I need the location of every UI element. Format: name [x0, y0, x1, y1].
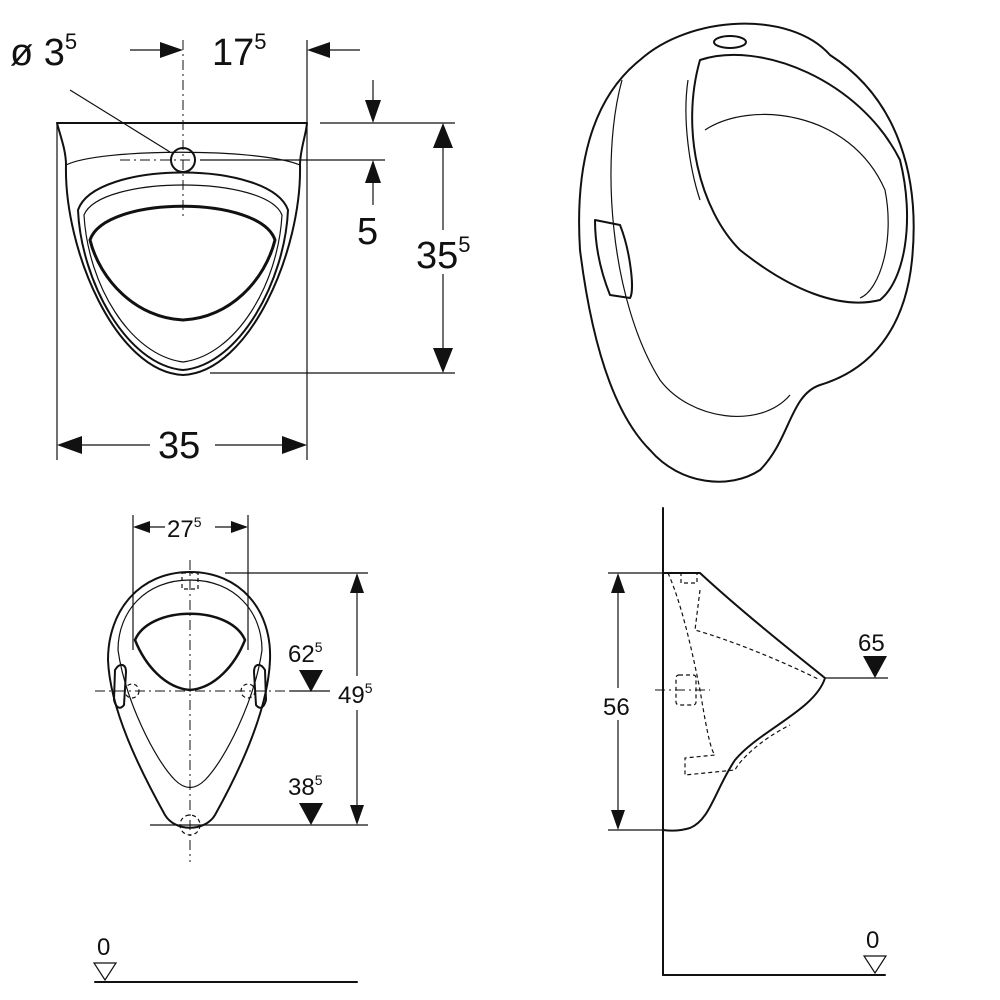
bowl-outer [77, 171, 289, 371]
front-view: 275 495 625 385 0 [92, 512, 382, 983]
perspective-bowl [691, 53, 909, 304]
perspective-view [578, 22, 915, 483]
label-side-floor-level: 0 [866, 927, 879, 954]
arrow-left [307, 42, 330, 58]
perspective-fixing-slot [594, 219, 633, 299]
bowl-mid [83, 184, 283, 363]
label-inlet-width: 275 [167, 514, 202, 543]
arrow-right [160, 42, 183, 58]
side-floor-level-marker [862, 955, 888, 975]
label-side-height: 56 [603, 694, 630, 721]
label-distance: 495 [338, 680, 373, 709]
label-hole-offset: 175 [212, 29, 267, 74]
level-marker-rim [863, 656, 887, 678]
perspective-inlet [713, 35, 747, 49]
floor-level-marker [92, 962, 118, 982]
front-outline [107, 571, 272, 829]
top-view-outline [56, 122, 308, 376]
level-marker-outlet [299, 803, 323, 825]
label-hole-diameter: ø 35 [10, 29, 77, 74]
front-opening [133, 612, 247, 692]
perspective-outline [578, 22, 915, 483]
side-outline [662, 572, 826, 832]
label-height: 355 [416, 232, 471, 277]
side-view: 56 65 0 [600, 507, 888, 976]
leader-diameter [69, 89, 171, 153]
label-floor-level: 0 [97, 934, 110, 961]
level-marker-fixing [299, 670, 323, 692]
label-outlet-height: 385 [288, 772, 323, 801]
label-width: 35 [158, 425, 200, 467]
label-hole-depth: 5 [357, 211, 378, 253]
label-rim-height: 65 [858, 630, 885, 657]
top-view: ø 35 175 5 355 35 [10, 29, 474, 467]
bowl-opening [88, 204, 277, 322]
label-fixing-height: 625 [288, 639, 323, 668]
